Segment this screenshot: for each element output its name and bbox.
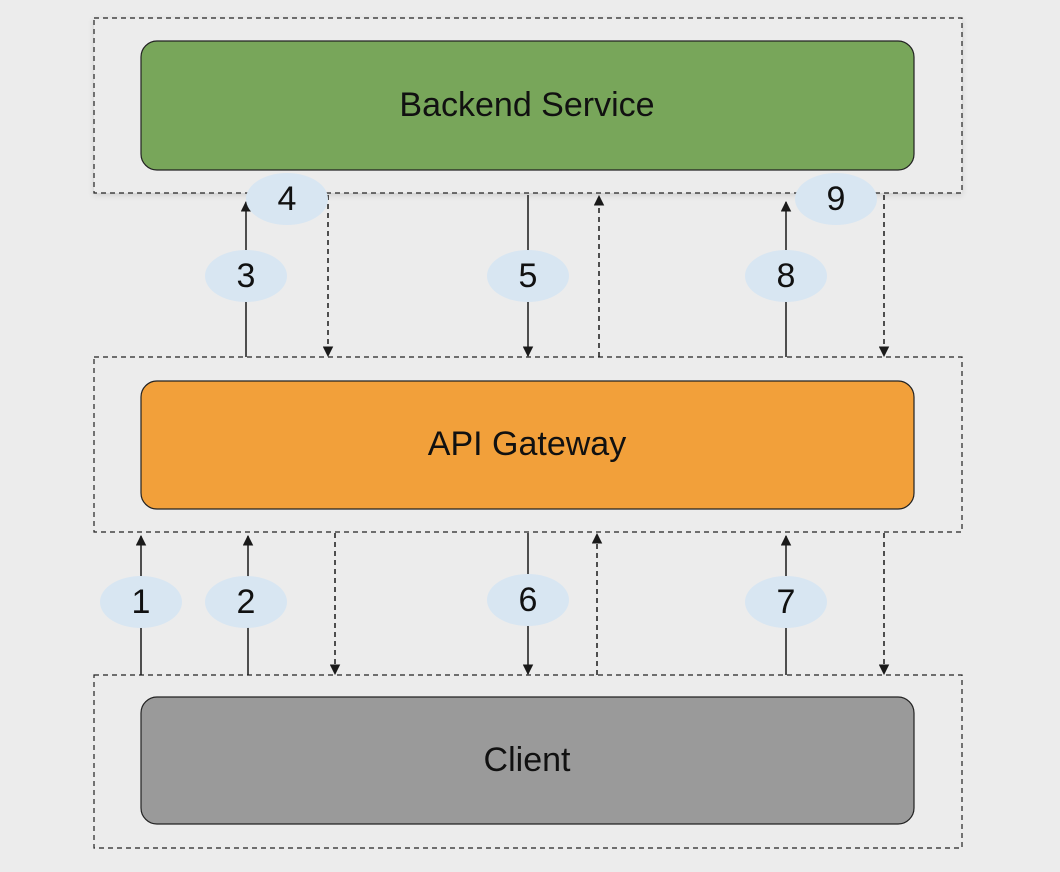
step-3-label: 3 — [237, 257, 256, 295]
step-1-label: 1 — [132, 583, 151, 621]
api-gateway-box — [140, 380, 915, 510]
step-badge-7: 7 — [745, 576, 827, 628]
step-badge-3: 3 — [205, 250, 287, 302]
client-label: Client — [484, 741, 571, 779]
client-layer: Client — [93, 674, 963, 849]
step-9-label: 9 — [827, 180, 846, 218]
step-2-label: 2 — [237, 583, 256, 621]
step-5-label: 5 — [519, 257, 538, 295]
step-6-label: 6 — [519, 581, 538, 619]
gateway-layer: API Gateway — [93, 356, 963, 533]
backend-service-label: Backend Service — [399, 86, 654, 124]
backend-service-box — [140, 40, 915, 171]
backend-layer: Backend Service — [93, 17, 963, 194]
step-badge-1: 1 — [100, 576, 182, 628]
client-box — [140, 696, 915, 825]
step-badge-4: 4 — [246, 173, 328, 225]
step-badge-2: 2 — [205, 576, 287, 628]
step-8-label: 8 — [777, 257, 796, 295]
step-badge-6: 6 — [487, 574, 569, 626]
step-badges: 4 9 3 5 8 1 2 6 — [100, 173, 877, 628]
step-7-label: 7 — [777, 583, 796, 621]
step-badge-8: 8 — [745, 250, 827, 302]
step-4-label: 4 — [278, 180, 297, 218]
api-gateway-label: API Gateway — [428, 425, 626, 463]
step-badge-5: 5 — [487, 250, 569, 302]
step-badge-9: 9 — [795, 173, 877, 225]
